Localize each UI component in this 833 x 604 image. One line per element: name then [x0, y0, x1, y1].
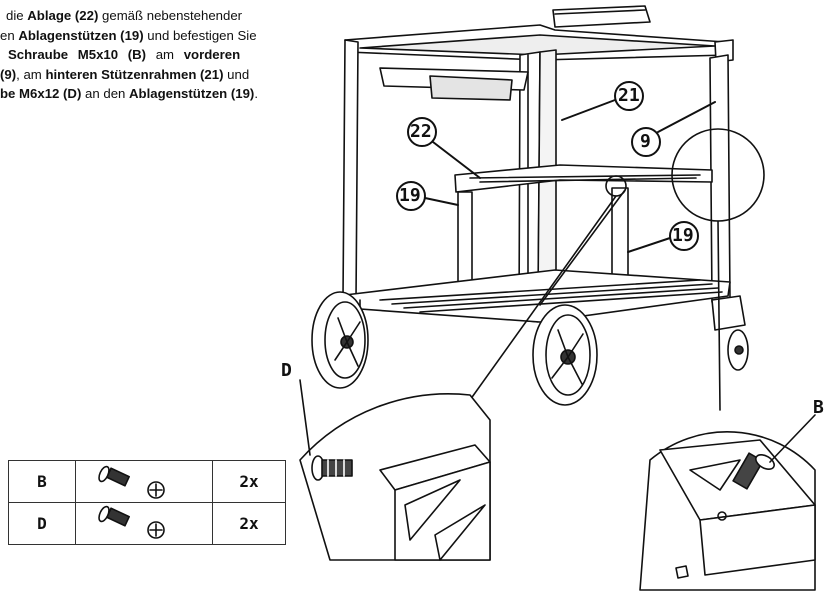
instruction-text: und befestigen Sie	[143, 27, 257, 43]
part-code: B	[8, 460, 76, 503]
cart-top-frame	[344, 5, 734, 63]
instruction-text-bold: Ablagenstützen (19)	[18, 27, 144, 43]
table-row: B 2x	[8, 460, 286, 503]
part-quantity: 2x	[212, 502, 286, 545]
part-quantity: 2x	[212, 460, 286, 503]
instruction-text: am	[146, 47, 184, 62]
part-image-cell	[75, 502, 213, 545]
caster-wheel	[711, 295, 749, 371]
instruction-text-bold: be M6x12 (D)	[0, 86, 82, 101]
callout-21: 21	[618, 85, 640, 106]
cart-drawer	[379, 67, 529, 101]
wheel-right	[532, 304, 598, 406]
instruction-text-bold: (9)	[0, 66, 17, 82]
detail-view-b	[639, 414, 816, 591]
table-row: D 2x	[8, 502, 286, 545]
instruction-text: die	[6, 8, 28, 23]
middle-shelf	[454, 164, 713, 193]
instruction-text-bold: vorderen	[183, 47, 241, 62]
detail-label-b: B	[813, 397, 824, 418]
screw-b-icon	[732, 452, 775, 490]
instruction-text-bold: Ablagenstützen (19)	[129, 86, 255, 101]
instruction-text-bold: Schraube M5x10 (B)	[8, 47, 147, 62]
wheel-left	[311, 291, 369, 389]
callout-22: 22	[410, 121, 432, 142]
callout-19: 19	[399, 185, 421, 206]
detail-label-d: D	[281, 360, 292, 381]
instruction-text-bold: hinteren Stützenrahmen (21)	[45, 66, 224, 82]
cart-legs	[342, 39, 731, 323]
shelf-supports	[457, 187, 629, 293]
parts-table: B 2x D 2x	[8, 460, 286, 545]
instruction-text: , am	[16, 66, 46, 82]
callout-9: 9	[640, 131, 651, 152]
callout-circles	[396, 81, 716, 253]
part-code: D	[8, 502, 76, 545]
instruction-text: .	[254, 86, 258, 101]
instruction-text: und	[223, 66, 250, 82]
part-image-cell	[75, 460, 213, 503]
detail-view-d	[299, 379, 491, 561]
detail-marker-circles	[469, 128, 765, 411]
instruction-text-bold: Ablage (22)	[27, 8, 99, 23]
instruction-text: en	[0, 27, 19, 43]
screw-d-icon	[311, 455, 353, 481]
instruction-text: gemäß nebenstehender	[98, 8, 243, 23]
instruction-text: an den	[81, 86, 130, 101]
callout-19: 19	[672, 225, 694, 246]
assembly-instruction-text: die Ablage (22) gemäß nebenstehender en …	[0, 6, 335, 104]
